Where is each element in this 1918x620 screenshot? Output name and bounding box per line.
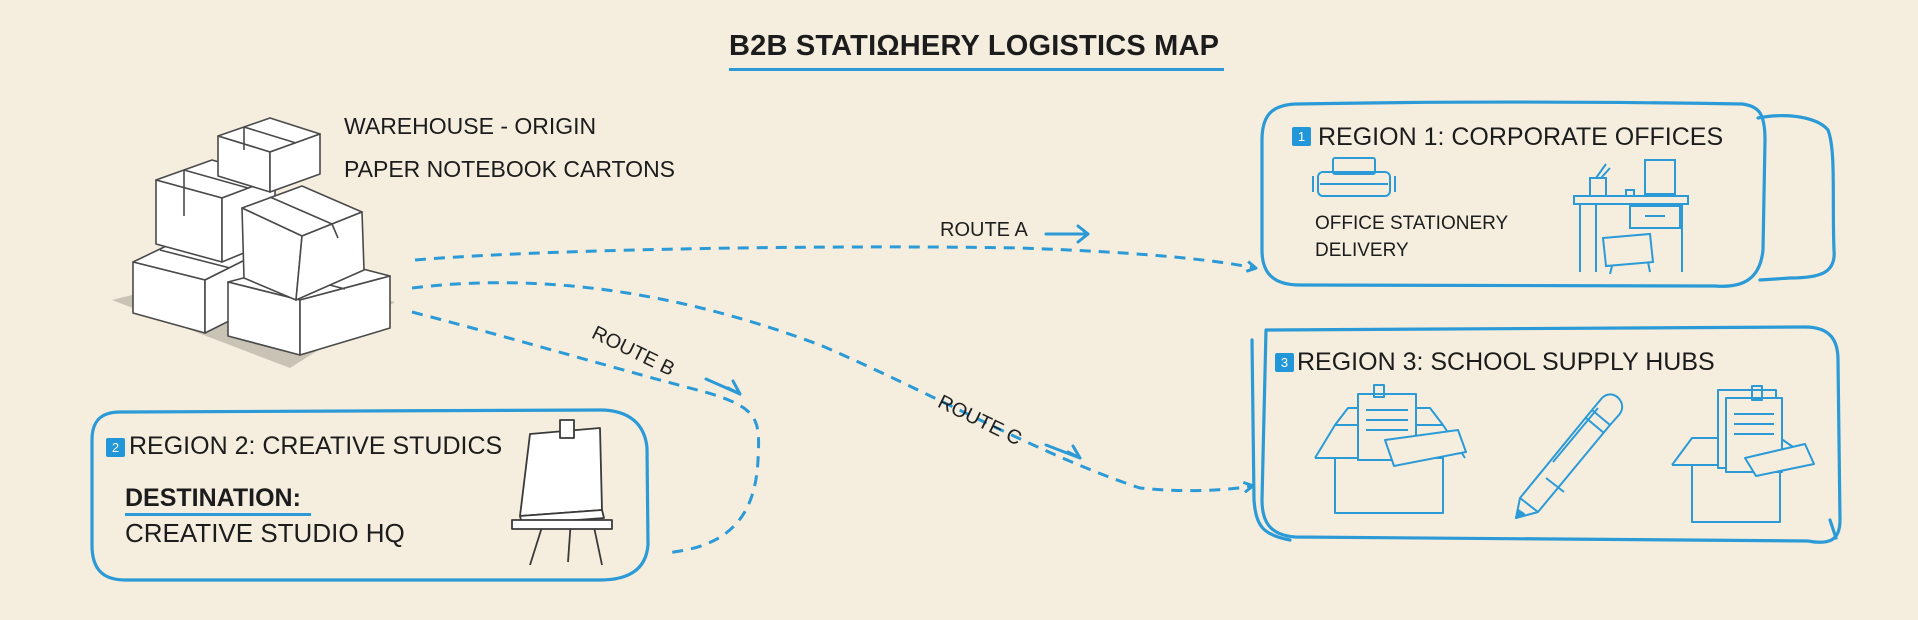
route-b-arrow-icon — [704, 377, 742, 396]
origin-contents-label: PAPER NOTEBOOK CARTONS — [344, 156, 676, 182]
stacked-cardboard-boxes-icon — [112, 117, 395, 368]
office-desk-icon — [1573, 159, 1689, 275]
region-2-frame — [90, 408, 650, 582]
open-box-papers-icon — [1671, 385, 1815, 523]
region-2-badge: 2 — [106, 438, 125, 457]
route-a-label: ROUTE A — [940, 219, 1028, 241]
region-2-title: REGION 2: CREATIVE STUDICS — [129, 432, 503, 460]
region-3-badge: 3 — [1275, 353, 1294, 372]
pencil-icon — [1515, 393, 1624, 519]
destination-underline — [125, 513, 311, 516]
region-3-frame — [1260, 325, 1842, 544]
region-1-note-line-2: DELIVERY — [1315, 240, 1409, 261]
region-1-title: REGION 1: CORPORATE OFFICES — [1318, 123, 1724, 151]
region-1-note: OFFICE STATIONERY DELIVERY — [1315, 210, 1508, 264]
page-title: B2B STATIΩHERY LOGISTICS MAP — [729, 30, 1220, 62]
region-1-note-line-1: OFFICE STATIONERY — [1315, 213, 1509, 234]
easel-icon — [511, 419, 613, 566]
title-underline — [729, 68, 1224, 71]
route-a-path — [414, 245, 1255, 268]
region-1-frame — [1260, 100, 1767, 288]
route-c-arrow-icon — [1044, 443, 1082, 460]
destination-label: DESTINATION: — [125, 484, 301, 512]
route-a-arrow-icon — [1044, 224, 1090, 244]
region-1-badge: 1 — [1292, 127, 1311, 146]
open-box-papers-icon — [1314, 384, 1467, 514]
origin-label: WAREHOUSE - ORIGIN — [344, 113, 597, 139]
route-c-path — [411, 281, 1252, 491]
region-3-title: REGION 3: SCHOOL SUPPLY HUBS — [1297, 348, 1715, 376]
destination-value: CREATIVE STUDIO HQ — [125, 518, 405, 548]
printer-icon — [1312, 157, 1396, 197]
